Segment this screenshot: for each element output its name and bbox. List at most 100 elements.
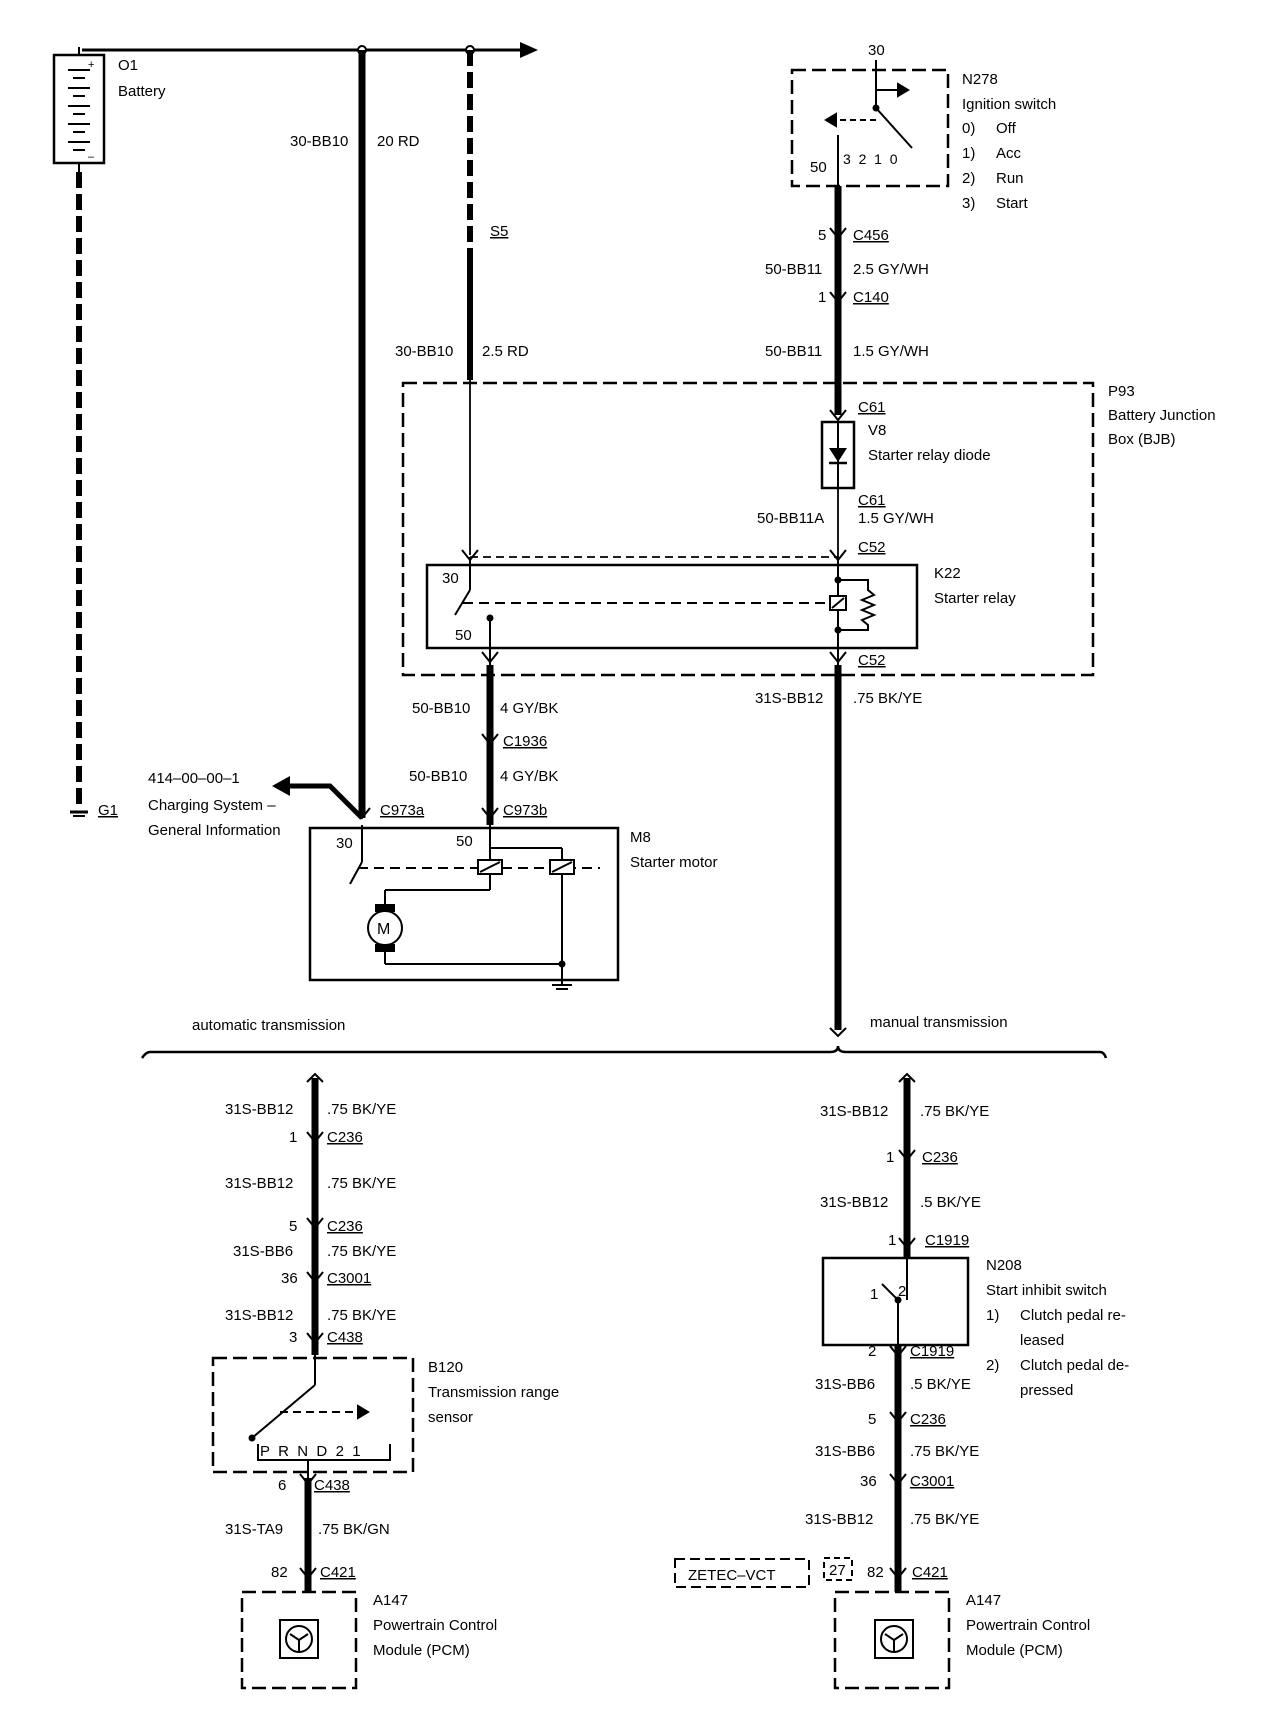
start-inhibit-switch-symbol xyxy=(881,1258,908,1345)
w1-circuit: 30-BB10 xyxy=(290,133,348,150)
manual-c6: C421 xyxy=(912,1564,948,1581)
connector-c61-top-symbol xyxy=(829,409,847,422)
c456-id: C456 xyxy=(853,227,889,244)
ignition-legend-num-0: 0) xyxy=(962,120,975,137)
c52-bottom-id: C52 xyxy=(858,652,886,669)
c1936-id: C1936 xyxy=(503,733,547,750)
relay-id: K22 xyxy=(934,565,961,582)
manual-p6: 82 xyxy=(867,1564,884,1581)
trans-range-label-2: sensor xyxy=(428,1409,473,1426)
diode-id: V8 xyxy=(868,422,886,439)
relay-box xyxy=(425,563,919,650)
ignition-pin-50: 50 xyxy=(810,159,827,176)
start-inhibit-legend-2a: Clutch pedal de- xyxy=(1020,1357,1129,1374)
ignition-id: N278 xyxy=(962,71,998,88)
w4-circuit: 50-BB11 xyxy=(765,343,822,360)
auto-r4-circuit: 31S-BB12 xyxy=(225,1307,293,1324)
auto-c5: C438 xyxy=(314,1477,350,1494)
charging-label-2: General Information xyxy=(148,822,281,839)
c52-top-id: C52 xyxy=(858,539,886,556)
manual-conn-1 xyxy=(898,1149,916,1162)
auto-conn-2 xyxy=(306,1217,324,1230)
manual-c2: C1919 xyxy=(925,1232,969,1249)
bjb-id: P93 xyxy=(1108,383,1135,400)
w4-spec: 1.5 GY/WH xyxy=(853,343,929,360)
auto-pcm-box xyxy=(240,1590,358,1690)
svg-text:–: – xyxy=(88,151,95,163)
ignition-legend-num-1: 1) xyxy=(962,145,975,162)
auto-p5: 6 xyxy=(278,1477,286,1494)
w6-circuit: 31S-BB12 xyxy=(755,690,823,707)
ignition-switch-box xyxy=(790,68,950,188)
auto-c3: C3001 xyxy=(327,1270,371,1287)
trans-range-sensor-box xyxy=(211,1356,415,1474)
start-inhibit-legend-1a: Clutch pedal re- xyxy=(1020,1307,1126,1324)
charging-label-1: Charging System – xyxy=(148,797,276,814)
manual-p2: 1 xyxy=(888,1232,896,1249)
manual-p1: 1 xyxy=(886,1149,894,1166)
w7-circuit: 50-BB10 xyxy=(412,700,470,717)
manual-pcm-label-2: Module (PCM) xyxy=(966,1642,1063,1659)
auto-pcm-label-1: Powertrain Control xyxy=(373,1617,497,1634)
manual-r2-circuit: 31S-BB12 xyxy=(820,1194,888,1211)
auto-conn-3 xyxy=(306,1271,324,1284)
w2-spec: 2.5 RD xyxy=(482,343,529,360)
connector-c52-symbols xyxy=(461,549,847,664)
auto-pcm-label-2: Module (PCM) xyxy=(373,1642,470,1659)
auto-conn-1 xyxy=(306,1131,324,1144)
manual-r4-circuit: 31S-BB6 xyxy=(815,1443,875,1460)
w8-circuit: 50-BB10 xyxy=(409,768,467,785)
trans-range-switch-symbol xyxy=(248,1355,391,1478)
c61-bottom-id: C61 xyxy=(858,492,886,509)
manual-r3-circuit: 31S-BB6 xyxy=(815,1376,875,1393)
manual-pcm-id: A147 xyxy=(966,1592,1001,1609)
start-inhibit-label: Start inhibit switch xyxy=(986,1282,1107,1299)
auto-r5-circuit: 31S-TA9 xyxy=(225,1521,283,1538)
w2-circuit: 30-BB10 xyxy=(395,343,453,360)
c973a-id: C973a xyxy=(380,802,425,819)
relay-label: Starter relay xyxy=(934,590,1016,607)
w3-circuit: 50-BB11 xyxy=(765,261,822,278)
zetec-vct-label: ZETEC–VCT xyxy=(688,1567,776,1584)
start-inhibit-legend-num-1: 1) xyxy=(986,1307,999,1324)
start-inhibit-pin-1: 1 xyxy=(870,1286,878,1303)
ignition-legend-num-3: 3) xyxy=(962,195,975,212)
trans-range-gears: P R N D 2 1 xyxy=(260,1443,361,1460)
auto-r1-spec: .75 BK/YE xyxy=(327,1101,396,1118)
manual-conn-3 xyxy=(889,1345,907,1358)
starter-pin-30: 30 xyxy=(336,835,353,852)
manual-c4: C236 xyxy=(910,1411,946,1428)
manual-conn-6 xyxy=(889,1567,907,1580)
starter-pin-50: 50 xyxy=(456,833,473,850)
diode-symbol xyxy=(829,422,847,488)
auto-c4: C438 xyxy=(327,1329,363,1346)
auto-conn-6 xyxy=(299,1567,317,1580)
battery-label: Battery xyxy=(118,83,166,100)
w1-spec: 20 RD xyxy=(377,133,420,150)
ignition-legend-text-0: Off xyxy=(996,120,1017,137)
w3-spec: 2.5 GY/WH xyxy=(853,261,929,278)
manual-conn-5 xyxy=(889,1473,907,1486)
manual-p3: 2 xyxy=(868,1343,876,1360)
connector-c456-symbol xyxy=(829,227,847,240)
ignition-pin-30: 30 xyxy=(868,42,885,59)
svg-text:+: + xyxy=(88,59,94,71)
w6-spec: .75 BK/YE xyxy=(853,690,922,707)
ignition-legend-text-2: Run xyxy=(996,170,1024,187)
bjb-label-2: Box (BJB) xyxy=(1108,431,1176,448)
auto-c6: C421 xyxy=(320,1564,356,1581)
auto-conn-4 xyxy=(306,1332,324,1345)
auto-r1-circuit: 31S-BB12 xyxy=(225,1101,293,1118)
starter-internal-wiring xyxy=(349,825,600,985)
battery-symbol: + – xyxy=(52,47,106,172)
ignition-legend-text-3: Start xyxy=(996,195,1029,212)
connector-c140-symbol xyxy=(829,291,847,304)
auto-p6: 82 xyxy=(271,1564,288,1581)
auto-r2-circuit: 31S-BB12 xyxy=(225,1175,293,1192)
manual-pcm-box xyxy=(833,1590,951,1690)
c140-id: C140 xyxy=(853,289,889,306)
manual-r1-circuit: 31S-BB12 xyxy=(820,1103,888,1120)
ignition-switch-symbol xyxy=(824,60,913,186)
manual-wire-break xyxy=(898,1072,916,1083)
